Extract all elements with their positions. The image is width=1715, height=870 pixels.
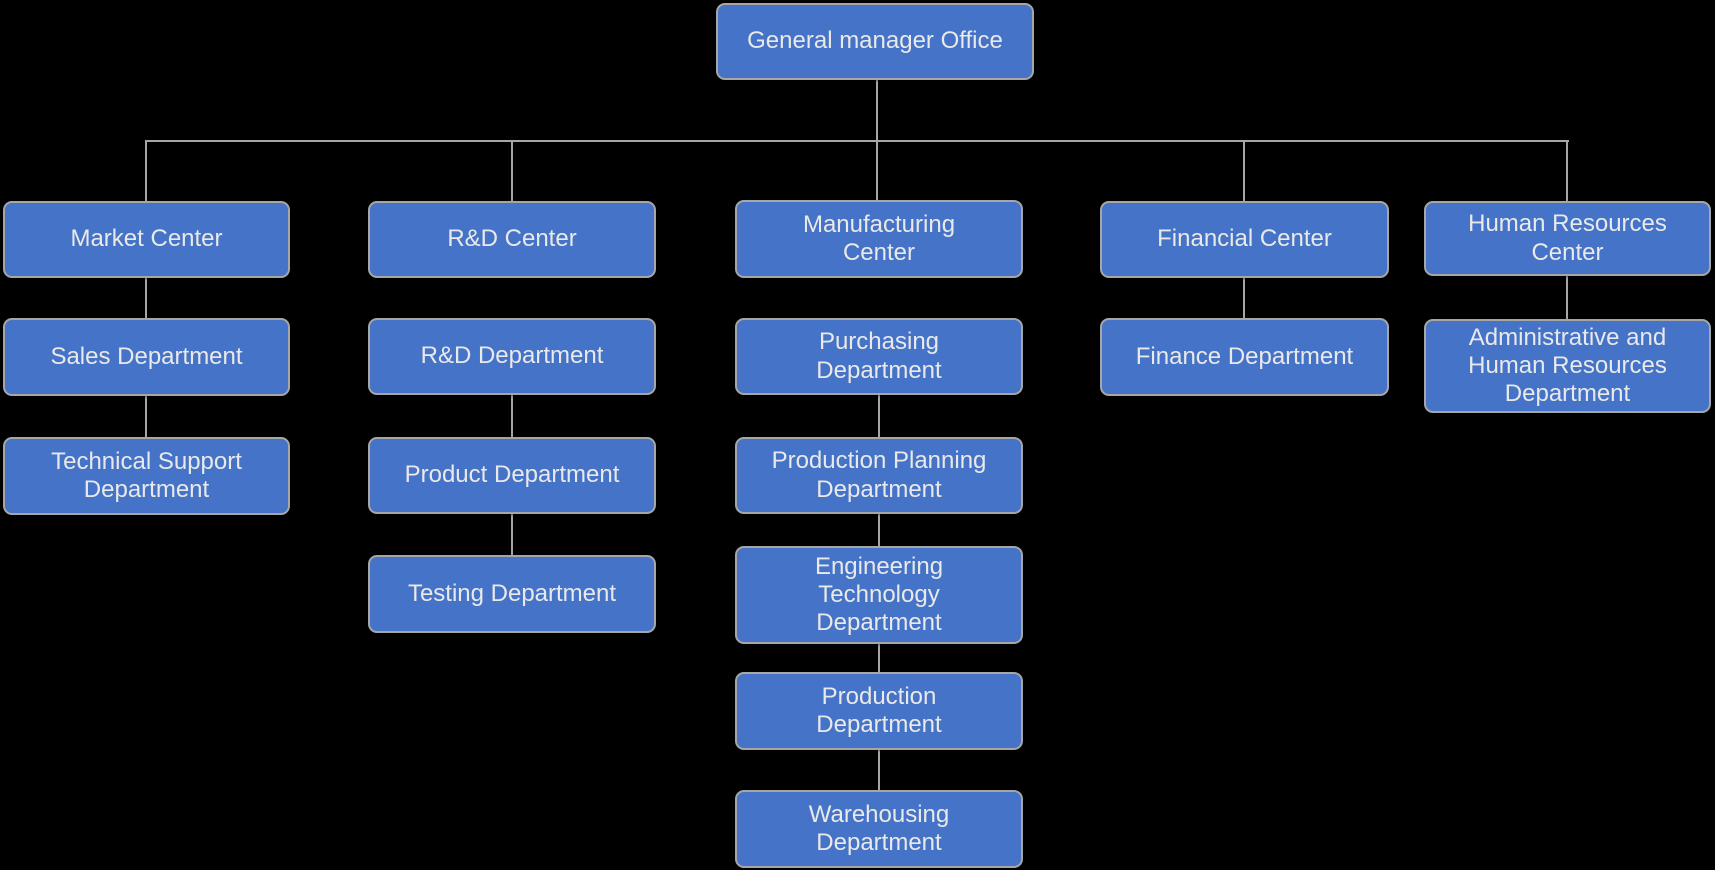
connector-gm-to-manufacturing [876,80,878,200]
node-label: Engineering Technology Department [814,552,944,637]
node-rd-department: R&D Department [368,318,656,395]
node-label: Technical Support Department [51,447,242,503]
connector-planning-engineering [878,514,880,546]
node-warehousing-department: Warehousing Department [735,790,1023,868]
node-label: Market Center [70,225,223,253]
connector-horizontal-main [145,140,1569,142]
node-product-department: Product Department [368,437,656,514]
node-testing-department: Testing Department [368,555,656,633]
node-engineering-technology-department: Engineering Technology Department [735,546,1023,644]
node-label: Purchasing Department [816,328,942,384]
node-label: Production Planning Department [771,447,987,503]
connector-drop-market [145,140,147,201]
node-sales-department: Sales Department [3,318,290,396]
node-label: R&D Center [447,225,577,253]
node-label: Financial Center [1157,225,1332,253]
connector-market-sales [145,278,147,318]
node-finance-department: Finance Department [1100,318,1389,396]
connector-production-warehousing [878,750,880,790]
connector-rddept-product [511,395,513,437]
node-label: Sales Department [50,342,243,370]
connector-hr-adminhr [1566,276,1568,319]
node-label: Testing Department [407,579,617,607]
node-label: Product Department [404,461,620,489]
connector-financial-finance [1243,278,1245,318]
node-label: Warehousing Department [808,800,950,856]
node-label: Finance Department [1135,342,1354,370]
connector-product-testing [511,514,513,555]
node-administrative-hr-department: Administrative and Human Resources Depar… [1424,319,1711,413]
node-financial-center: Financial Center [1100,201,1389,278]
node-label: General manager Office [747,27,1003,55]
node-label: Production Department [816,682,942,738]
node-label: Administrative and Human Resources Depar… [1468,323,1667,408]
node-production-department: Production Department [735,672,1023,750]
connector-sales-techsupport [145,396,147,437]
connector-purchasing-planning [878,395,880,437]
node-human-resources-center: Human Resources Center [1424,201,1711,276]
node-technical-support-department: Technical Support Department [3,437,290,515]
connector-drop-rd [511,140,513,201]
node-label: R&D Department [420,342,604,370]
connector-drop-hr [1566,140,1568,201]
connector-drop-financial [1243,140,1245,201]
connector-engineering-production [878,644,880,672]
node-purchasing-department: Purchasing Department [735,318,1023,395]
node-label: Manufacturing Center [802,210,956,266]
node-general-manager-office: General manager Office [716,3,1034,80]
node-market-center: Market Center [3,201,290,278]
node-rd-center: R&D Center [368,201,656,278]
node-production-planning-department: Production Planning Department [735,437,1023,514]
node-label: Human Resources Center [1468,210,1667,266]
node-manufacturing-center: Manufacturing Center [735,200,1023,278]
